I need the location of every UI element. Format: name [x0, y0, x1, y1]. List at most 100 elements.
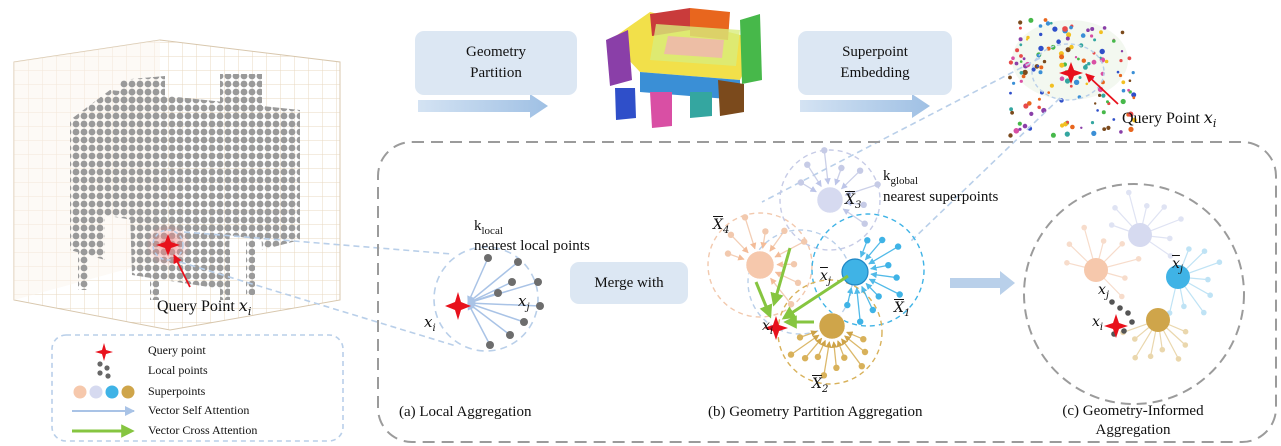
superpoint-dot: [1119, 130, 1123, 134]
superpoint-dot: [1013, 128, 1020, 134]
superpoint-dot: [1012, 81, 1016, 85]
superpoint-member: [787, 301, 795, 308]
zoom-line-local-top: [183, 231, 453, 255]
zoom-line-global-b: [909, 97, 1061, 243]
local-desc-label: nearest local points: [474, 238, 590, 254]
self-attention-arrow: [467, 257, 489, 304]
informed-member: [1182, 328, 1189, 335]
xj-informed-label: xj: [1098, 282, 1110, 301]
geometry-partition-box: Geometry Partition: [415, 31, 577, 95]
superpoint-member: [790, 261, 798, 268]
informed-member: [1186, 246, 1192, 252]
superpoint-member: [856, 167, 864, 174]
superpoint-dot: [1070, 124, 1075, 130]
caption-a: (a) Local Aggregation: [399, 404, 532, 420]
superpoint-dot: [1069, 84, 1073, 88]
informed-local-point: [1117, 305, 1123, 311]
superpoint-dot: [1015, 48, 1020, 53]
query-star-topright: [1059, 62, 1083, 84]
self-attention-arrow: [854, 287, 861, 322]
superpoint-dot: [1022, 69, 1028, 76]
superpoint-member: [844, 301, 851, 309]
xi-local-label: xi: [424, 313, 436, 334]
local-point: [484, 254, 492, 262]
informed-member: [1119, 293, 1125, 300]
self-attention-arrow: [467, 302, 511, 336]
superpoint-dot: [1036, 64, 1040, 68]
superpoint-X2: [818, 312, 846, 340]
self-attention-arrow: [864, 239, 883, 261]
self-attention-arrow: [467, 299, 541, 308]
local-point: [514, 258, 522, 266]
superpoint-dot: [1059, 76, 1065, 81]
informed-member: [1066, 241, 1073, 247]
superpoint-dot: [1028, 17, 1034, 23]
informed-member: [1108, 222, 1115, 228]
superpoint-dot: [1038, 45, 1044, 52]
self-attention-arrow: [467, 301, 525, 323]
superpoint-dot: [1019, 79, 1023, 83]
superpoint-dot: [1038, 70, 1043, 75]
superpoint-dot: [1102, 26, 1107, 30]
superpoint-dot: [1090, 27, 1095, 31]
superpoint-member: [821, 147, 828, 154]
superpoint-dot: [1019, 60, 1023, 63]
superpoint-member: [894, 243, 902, 250]
self-attention-arrow: [467, 261, 519, 304]
informed-member: [1159, 346, 1166, 353]
self-attention-arrow: [823, 341, 832, 376]
superpoint-dot: [1099, 48, 1105, 55]
self-attention-arrow: [840, 338, 863, 367]
superpoint-dot: [1064, 131, 1070, 137]
self-attention-arrow: [844, 183, 878, 197]
X1-label: X1: [894, 300, 911, 319]
geometry-partition-line-1: Geometry: [466, 44, 526, 60]
superpoint-member: [820, 372, 828, 379]
superpoint-dot: [1116, 70, 1120, 74]
local-point: [520, 318, 528, 326]
superpoint-dot: [1037, 97, 1041, 101]
self-attention-arrow: [842, 208, 866, 225]
superpoint-member: [804, 161, 811, 168]
superpoint-dot: [1064, 78, 1071, 84]
superpoint-dot: [1017, 121, 1022, 126]
superpoint-dot: [1069, 25, 1073, 30]
local-point: [536, 302, 544, 310]
superpoint-X3: [816, 186, 844, 214]
superpoint-member: [741, 214, 749, 221]
superpoint-dot: [1045, 21, 1051, 26]
superpoint-member: [727, 231, 735, 238]
superpoint-embedding-line-2: Embedding: [840, 65, 910, 81]
superpoint-member: [794, 279, 802, 286]
superpoint-dot: [1022, 57, 1026, 61]
cross-attention-arrows: [754, 247, 849, 329]
superpoint-dot: [1093, 38, 1097, 42]
informed-member: [1064, 260, 1070, 266]
informed-member: [1147, 353, 1154, 360]
superpoint-dot: [1080, 126, 1083, 129]
self-attention-arrow: [823, 150, 831, 185]
self-attention-arrow: [868, 246, 899, 265]
superpoint-dot: [1081, 58, 1087, 63]
superpoint-dot: [1128, 111, 1134, 117]
superpoint-haze: [1012, 20, 1128, 100]
superpoint-member: [814, 353, 822, 361]
legend-superpoints-label: Superpoints: [148, 384, 206, 398]
superpoint-dot: [1031, 67, 1036, 72]
query-pointer-topright: [1085, 73, 1119, 105]
superpoint-member: [787, 351, 795, 358]
self-attention-arrow: [861, 285, 874, 311]
superpoint-member: [762, 228, 769, 235]
query-pointer-left: [173, 254, 191, 288]
self-attention-arrow: [769, 230, 785, 252]
informed-member: [1132, 354, 1138, 361]
superpoint-dot: [1101, 93, 1106, 98]
informed-member: [1144, 203, 1150, 209]
informed-member: [1081, 224, 1087, 231]
global-desc-label: nearest superpoints: [883, 189, 999, 205]
query-point-label-right: Query Point xi: [1122, 108, 1217, 131]
query-star-left: [156, 234, 180, 256]
superpoint-dot: [1059, 54, 1065, 60]
superpoint-member: [874, 181, 881, 188]
superpoint-dot: [1010, 110, 1014, 115]
